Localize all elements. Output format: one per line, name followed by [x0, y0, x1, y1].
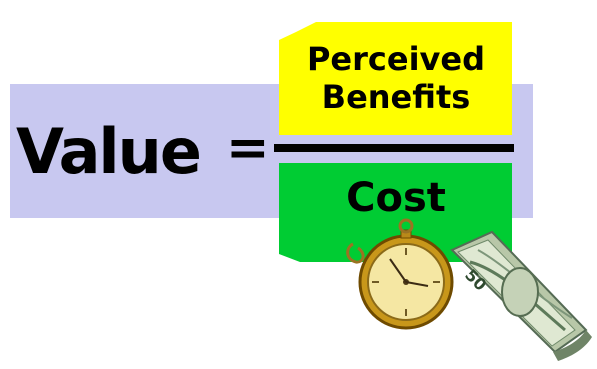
denominator-label: Cost — [346, 175, 446, 221]
denominator-box — [279, 163, 512, 262]
numerator-box — [279, 22, 512, 135]
equals-sign: = — [226, 118, 270, 178]
dollar-bill-icon: 50 — [450, 230, 592, 361]
value-label: Value — [16, 115, 202, 188]
numerator-label: Perceived Benefits — [280, 40, 512, 116]
fraction-bar — [274, 144, 514, 152]
numerator-line-2: Benefits — [321, 78, 471, 116]
pocket-watch-icon — [346, 218, 454, 330]
numerator-line-1: Perceived — [306, 40, 486, 78]
